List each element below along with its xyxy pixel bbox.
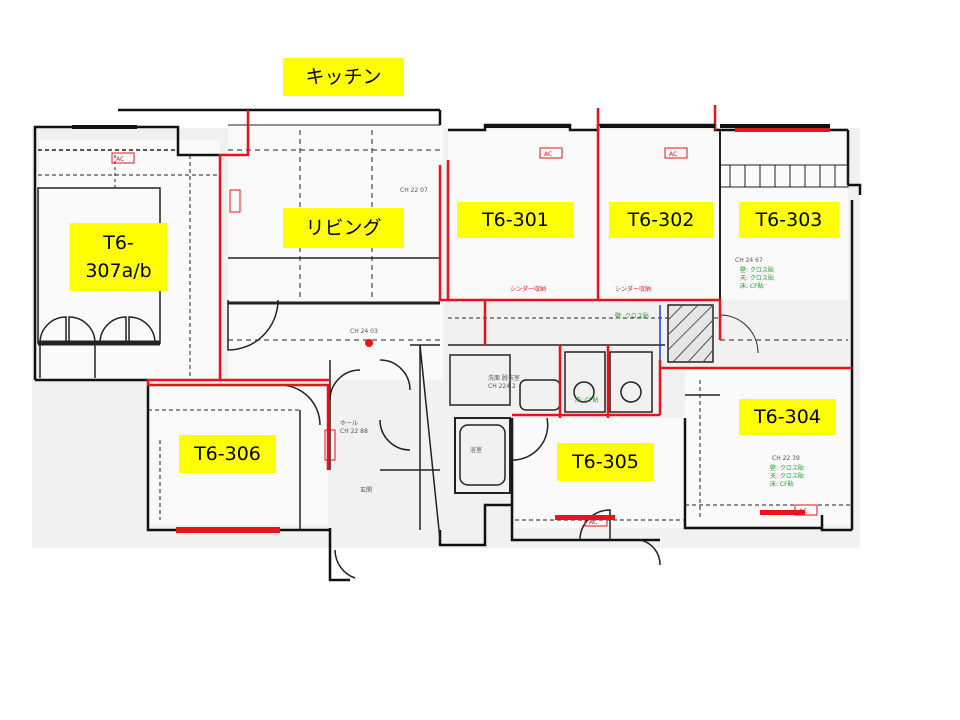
hatched-storage bbox=[659, 304, 714, 363]
entrance-label: 玄関 bbox=[360, 486, 372, 494]
label-t6-304: T6-304 bbox=[739, 399, 836, 435]
ac-label-301: AC bbox=[544, 151, 552, 158]
living-detail bbox=[227, 124, 441, 541]
black-window-bars bbox=[72, 124, 830, 129]
note-wall-304: 壁: クロス貼 bbox=[770, 464, 804, 472]
ch-304: CH 22 39 bbox=[772, 455, 800, 462]
ac-label-302: AC bbox=[669, 151, 677, 158]
ch-303: CH 24 67 bbox=[735, 257, 763, 264]
note-floor-wc: 床: CF貼 bbox=[575, 396, 599, 404]
note-floor-303: 床: CF貼 bbox=[740, 282, 764, 290]
ac-boxes bbox=[111, 147, 818, 527]
label-t6-303: T6-303 bbox=[739, 202, 839, 238]
label-t6-302: T6-302 bbox=[609, 202, 713, 238]
note-ceiling-303: 天: クロス貼 bbox=[740, 274, 774, 282]
label-t6-305: T6-305 bbox=[557, 443, 654, 481]
ch-center: CH 24 03 bbox=[350, 328, 378, 335]
label-t6-301: T6-301 bbox=[457, 202, 574, 238]
ac-label-304: AC bbox=[799, 508, 807, 515]
ch-bath: CH 224 2 bbox=[488, 383, 516, 390]
label-living: リビング bbox=[283, 208, 404, 248]
note-wall-302: 壁: クロス貼 bbox=[615, 312, 649, 320]
shelf-label-302: シンダー収納 bbox=[615, 285, 651, 293]
ch-living: CH 22 07 bbox=[400, 187, 428, 194]
note-ceiling-304: 天: クロス貼 bbox=[770, 472, 804, 480]
shelf-label-301: シンダー収納 bbox=[510, 285, 546, 293]
label-t6-306: T6-306 bbox=[179, 435, 276, 473]
wash-label: 洗面 脱衣室 bbox=[488, 374, 520, 382]
label-t6-307: T6- 307a/b bbox=[70, 223, 167, 291]
red-boundary-lines bbox=[146, 105, 852, 470]
label-kitchen: キッチン bbox=[283, 58, 404, 96]
hall-label: ホール bbox=[340, 420, 358, 427]
ac-label-307: AC bbox=[116, 156, 124, 163]
ch-hall: CH 22 88 bbox=[340, 428, 368, 435]
bath-label: 浴室 bbox=[470, 446, 482, 454]
ac-label-305: AC bbox=[589, 519, 597, 526]
note-wall-303: 壁: クロス貼 bbox=[740, 266, 774, 274]
note-floor-304: 床: CF貼 bbox=[770, 480, 794, 488]
balcony-303 bbox=[719, 130, 849, 354]
